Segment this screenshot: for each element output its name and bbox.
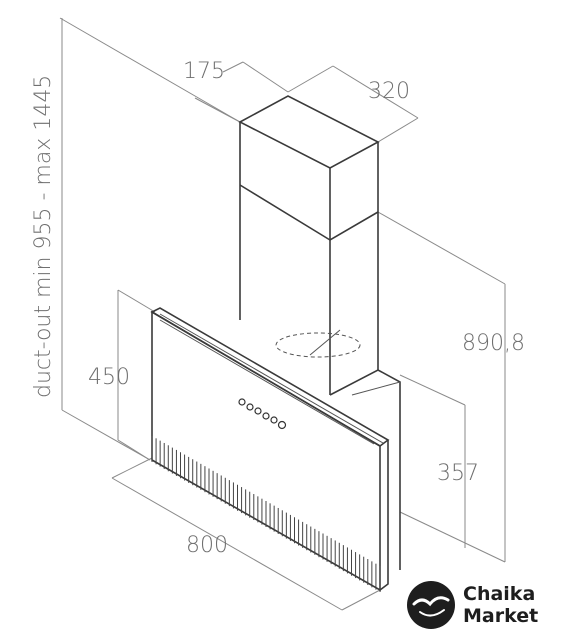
button-1	[238, 398, 246, 406]
control-buttons	[238, 398, 287, 430]
button-2	[246, 403, 254, 411]
logo-line2: Market	[463, 605, 538, 627]
button-4	[262, 412, 270, 420]
dim-450: 450	[88, 365, 130, 390]
button-6	[277, 420, 287, 430]
hood-base	[329, 369, 401, 570]
dim-357: 357	[437, 461, 479, 486]
duct-out-label: duct-out min 955 - max 1445	[31, 75, 56, 398]
chimney-top	[238, 95, 380, 241]
button-5	[270, 416, 278, 424]
dimension-lines	[59, 17, 506, 611]
motor-outline	[275, 332, 361, 358]
dim-890: 890,8	[462, 331, 525, 356]
dim-320: 320	[368, 79, 410, 104]
dim-175: 175	[183, 59, 225, 84]
dim-800: 800	[186, 533, 228, 558]
button-3	[254, 407, 262, 415]
logo: Chaika Market	[407, 581, 538, 629]
logo-line1: Chaika	[463, 583, 535, 605]
grille	[151, 436, 381, 592]
chimney-lower	[239, 185, 379, 395]
